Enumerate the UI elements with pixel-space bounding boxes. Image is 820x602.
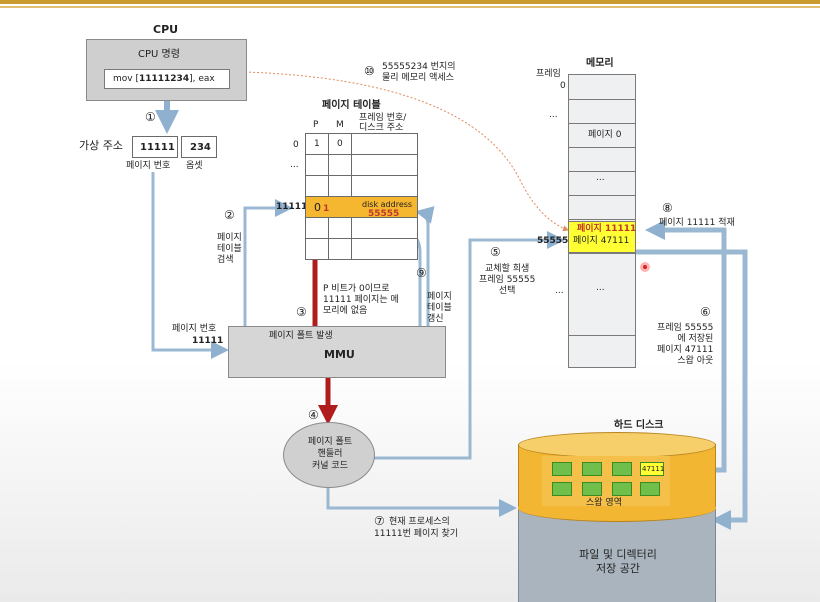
arrow-step2-search: [243, 199, 293, 326]
page-table-target-row: 0 1 disk address 55555: [305, 196, 418, 219]
mmu-input-label: 페이지 번호: [172, 324, 217, 334]
header-bar: [0, 0, 820, 4]
memory-page-11111: 페이지 11111: [577, 224, 637, 234]
memory-frame-header: 프레임: [536, 69, 561, 79]
memory-page0: 페이지 0: [588, 130, 622, 140]
page-table-target-p: 0: [314, 201, 321, 214]
memory-ellipsis-left2: ...: [555, 286, 564, 296]
arrow-step6-swapout: [636, 249, 748, 530]
page-table-col-m: M: [336, 120, 344, 130]
step2-marker: ②: [224, 208, 235, 222]
page-table-row4-frame: [351, 217, 418, 239]
memory-box: 페이지 0 ... 페이지 11111 페이지 47111 ...: [568, 74, 636, 368]
step9-marker: ⑨: [416, 266, 427, 280]
virtual-offset-cell: 234: [181, 136, 217, 158]
step6-text: 프레임 55555 에 저장된 페이지 47111 스왑 아웃: [657, 323, 714, 366]
arrow-page-number-to-mmu: [151, 172, 229, 359]
step10-marker: ⑩: [364, 64, 375, 78]
memory-frame0: 0: [560, 81, 566, 91]
offset-caption: 옵셋: [186, 161, 203, 171]
page-table-target-index: 11111: [276, 202, 308, 212]
step5-marker: ⑤: [490, 245, 501, 259]
step8-text: 페이지 11111 적재: [659, 218, 735, 228]
page-table-target-frame-new: 55555: [368, 209, 400, 219]
step10-text: 55555234 번지의 물리 메모리 액세스: [382, 62, 456, 83]
virtual-page-number-cell: 11111: [132, 136, 178, 158]
page-table-col-frame: 프레임 번호/ 디스크 주소: [359, 113, 407, 133]
page-table-row1-frame: [351, 154, 418, 176]
mmu-fault-label: 페이지 폴트 발생: [269, 331, 333, 341]
disk-fs-area: 파일 및 디렉터리 저장 공간: [518, 508, 716, 602]
arrow-step10-access: [244, 71, 569, 232]
virtual-offset: 234: [190, 142, 211, 153]
mmu-input-value: 11111: [192, 336, 224, 346]
handler-line1: 페이지 폴트: [307, 437, 353, 447]
swap-label: 스왑 영역: [586, 498, 622, 508]
step3-text: P 비트가 0이므로 11111 페이지는 메 모리에 없음: [323, 284, 399, 316]
step6-marker: ⑥: [700, 305, 711, 319]
page-table-target-p-new: 1: [323, 204, 330, 214]
step7-text-line1: 현재 프로세스의: [389, 517, 450, 527]
handler-line2: 핸들러: [317, 449, 343, 459]
page-table-ellipsis: ...: [290, 160, 299, 170]
cursor-indicator: [640, 262, 650, 272]
page-table-row0-m: 0: [328, 133, 352, 155]
cpu-instruction: mov [11111234], eax: [113, 74, 215, 84]
arrow-step5-select: [374, 231, 565, 460]
page-table-row5-frame: [351, 238, 418, 260]
cpu-instruction-box: mov [11111234], eax: [104, 69, 230, 89]
disk-title: 하드 디스크: [614, 420, 664, 431]
memory-ellipsis-inner2: ...: [596, 283, 605, 293]
step4-marker: ④: [308, 408, 319, 422]
memory-frame-55555: 55555: [537, 236, 569, 246]
mmu-box: 페이지 폴트 발생 MMU: [228, 326, 446, 378]
page-table-target-disk: disk address: [362, 200, 413, 209]
page-table-row0-frame: [351, 133, 418, 155]
cpu-title: CPU: [153, 23, 179, 36]
page-table-col-p: P: [313, 120, 319, 130]
step9-text: 페이지 테이블 갱신: [427, 292, 452, 324]
cpu-box: CPU 명령 mov [11111234], eax: [86, 39, 247, 101]
step7-text-line2: 11111번 페이지 찾기: [374, 529, 459, 539]
swap-page-47111: 47111: [640, 462, 664, 476]
page-table-row0-index: 0: [293, 140, 299, 150]
memory-frame-55555-cell: 페이지 11111 페이지 47111: [568, 221, 636, 253]
arrow-step9-update-frame: [415, 206, 435, 326]
page-table-title: 페이지 테이블: [322, 100, 381, 111]
page-number-caption: 페이지 번호: [126, 161, 171, 171]
page-table-row4-m: [328, 217, 352, 239]
page-table-row4-p: [305, 217, 329, 239]
step5-text: 교체할 희생 프레임 55555 선택: [479, 264, 536, 296]
virtual-address-label: 가상 주소: [79, 139, 123, 152]
handler-line3: 커널 코드: [312, 461, 348, 471]
memory-ellipsis-left: ...: [549, 110, 558, 120]
page-table-row2-m: [328, 175, 352, 197]
virtual-page-number: 11111: [140, 142, 175, 153]
memory-page-47111: 페이지 47111: [573, 236, 630, 246]
page-table-row1-p: [305, 154, 329, 176]
page-table-row2-p: [305, 175, 329, 197]
step2-text: 페이지 테이블 검색: [217, 233, 242, 265]
page-fault-handler: 페이지 폴트 핸들러 커널 코드: [283, 422, 375, 488]
cpu-command-label: CPU 명령: [138, 49, 180, 60]
step3-marker: ③: [296, 305, 307, 319]
step1-marker: ①: [145, 110, 156, 124]
page-table-row2-frame: [351, 175, 418, 197]
page-table-row1-m: [328, 154, 352, 176]
header-bar-accent: [0, 6, 820, 8]
step7-marker: ⑦: [374, 514, 385, 528]
memory-title: 메모리: [586, 58, 614, 69]
swap-area: 47111 스왑 영역: [542, 456, 670, 508]
disk-top: [518, 432, 716, 458]
arrow-step7-find: [326, 488, 517, 517]
page-table-row5-m: [328, 238, 352, 260]
step8-marker: ⑧: [662, 201, 673, 215]
page-table-row5-p: [305, 238, 329, 260]
disk-fs-label: 파일 및 디렉터리 저장 공간: [579, 548, 657, 575]
page-table-row0-p: 1: [305, 133, 329, 155]
memory-ellipsis-inner: ...: [596, 173, 605, 183]
mmu-label: MMU: [324, 348, 355, 361]
